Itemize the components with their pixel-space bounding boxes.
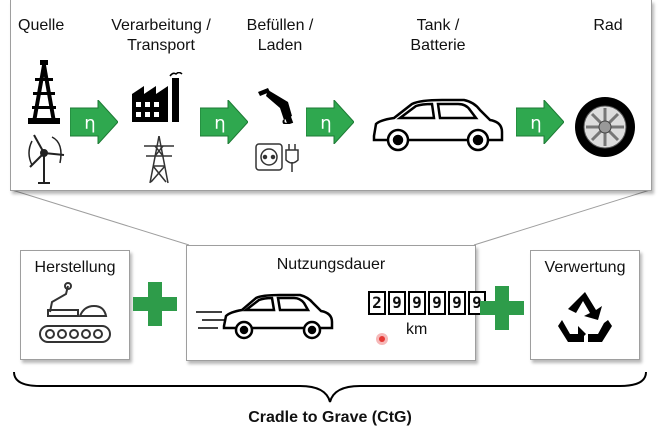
odometer-digit: 9 [428,291,446,315]
svg-text:η: η [84,113,95,134]
svg-text:η: η [320,113,331,134]
plus-icon-1 [133,282,177,326]
odometer-unit: km [406,321,428,338]
usage-box: Nutzungsdauer [186,245,476,361]
stage-label-tank: Tank / Batterie [410,17,466,54]
svg-text:η: η [530,113,541,134]
efficiency-arrow-2: η [200,100,248,144]
socket-plug-icon [255,143,299,172]
stage-label-quelle: Quelle [18,17,65,34]
indicator-dot-icon [376,333,388,345]
recycling-title: Verwertung [544,259,626,276]
moving-car-icon [196,293,334,340]
recycling-box: Verwertung [530,250,640,360]
recycling-icon [558,292,612,342]
odometer-digit: 2 [368,291,386,315]
odometer-digit: 9 [388,291,406,315]
car-icon [372,98,504,152]
factory-icon [132,72,183,122]
fuel-nozzle-icon [258,88,294,124]
odometer: 2 9 9 9 9 9 [368,291,486,315]
odometer-digit: 9 [408,291,426,315]
production-title: Herstellung [34,259,116,276]
efficiency-arrow-1: η [70,100,118,144]
wheel-icon [575,97,635,157]
power-pylon-icon [144,136,174,184]
usage-title: Nutzungsdauer [276,256,386,273]
stage-label-verarbeitung: Verarbeitung / Transport [111,17,211,54]
svg-text:η: η [214,113,225,134]
bottom-brace [13,371,647,403]
wind-turbine-icon [28,134,65,184]
energy-chain-panel [10,0,652,191]
efficiency-arrow-3: η [306,100,354,144]
stage-label-rad: Rad [593,17,623,34]
odometer-digit: 9 [448,291,466,315]
plus-icon-2 [480,286,524,330]
assembly-robot-icon [39,282,111,343]
efficiency-arrow-4: η [516,100,564,144]
stage-label-befuellen: Befüllen / Laden [246,17,314,54]
oil-derrick-icon [28,60,60,124]
footer-caption: Cradle to Grave (CtG) [248,409,412,426]
